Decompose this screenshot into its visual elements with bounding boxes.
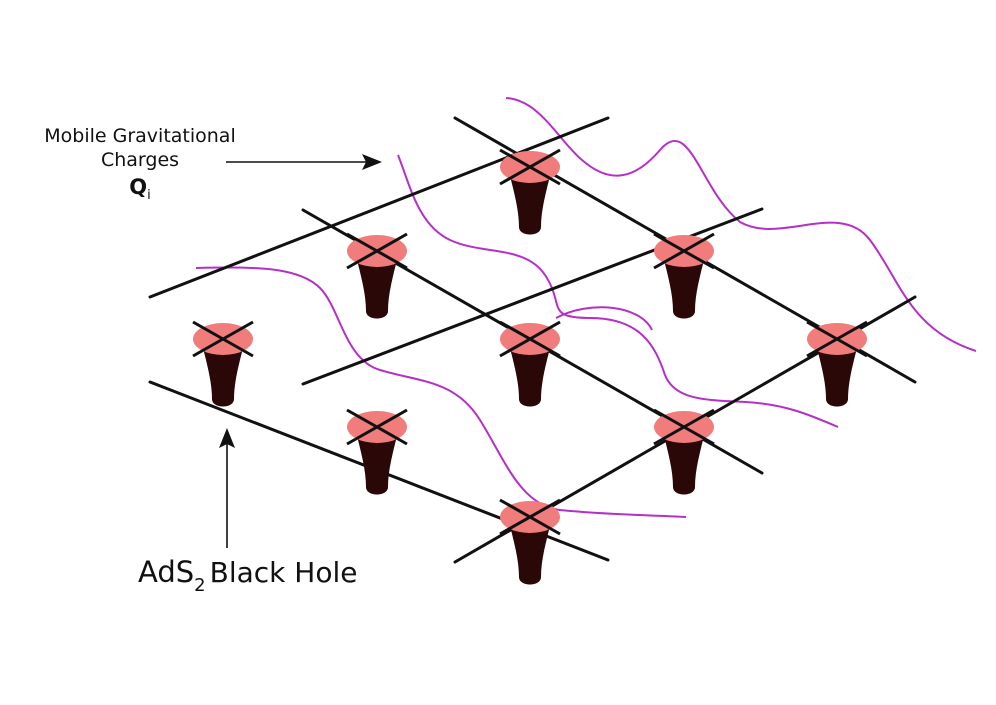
black-hole-throat bbox=[816, 344, 858, 407]
black-hole-throat bbox=[356, 432, 398, 495]
black-hole-5 bbox=[499, 320, 561, 407]
charges-label-line2: Charges bbox=[100, 149, 180, 171]
charges-label-line1: Mobile Gravitational bbox=[44, 125, 236, 147]
charges-arrow-head bbox=[362, 154, 382, 170]
black-hole-2 bbox=[653, 232, 715, 319]
charge-curve-3 bbox=[505, 97, 977, 352]
lattice-line-1 bbox=[148, 116, 610, 299]
annotation-arrows bbox=[219, 154, 382, 548]
charge-curve-2 bbox=[397, 154, 839, 428]
black-hole-throat bbox=[509, 172, 551, 235]
charges-symbol-letter: Q bbox=[129, 175, 148, 199]
node-cross-line bbox=[653, 408, 715, 446]
black-hole-throat bbox=[356, 256, 398, 319]
black-hole-throat bbox=[663, 256, 705, 319]
black-hole-label-suffix: Black Hole bbox=[209, 556, 358, 589]
black-hole-throat bbox=[202, 344, 244, 407]
charge-curve-1 bbox=[195, 266, 687, 518]
charges-symbol: Qi bbox=[22, 175, 258, 208]
black-holes bbox=[192, 148, 868, 585]
black-hole-6 bbox=[653, 408, 715, 495]
node-cross-line bbox=[499, 320, 561, 358]
black-hole-7 bbox=[192, 320, 254, 407]
node-cross-line bbox=[499, 148, 561, 186]
charge-curves bbox=[195, 97, 977, 518]
black-hole-8 bbox=[346, 408, 408, 495]
black-hole-label-prefix: AdS bbox=[138, 555, 195, 589]
black-hole-4 bbox=[346, 232, 408, 319]
node-cross-line bbox=[653, 232, 715, 270]
black-hole-3 bbox=[806, 320, 868, 407]
node-cross-line bbox=[192, 320, 254, 358]
black-hole-throat bbox=[663, 432, 705, 495]
node-cross-line bbox=[346, 408, 408, 446]
black-hole-arrow-head bbox=[219, 428, 235, 448]
node-cross-line bbox=[346, 232, 408, 270]
black-hole-9 bbox=[499, 498, 561, 585]
black-hole-1 bbox=[499, 148, 561, 235]
black-hole-throat bbox=[509, 344, 551, 407]
node-cross-line bbox=[499, 498, 561, 536]
black-hole-label-subscript: 2 bbox=[194, 574, 206, 596]
black-hole-throat bbox=[509, 522, 551, 585]
charge-curve-4 bbox=[555, 306, 653, 331]
node-cross-line bbox=[806, 320, 868, 358]
mobile-charges-label: Mobile Gravitational Charges Qi bbox=[22, 124, 258, 208]
charges-symbol-subscript: i bbox=[147, 188, 151, 204]
